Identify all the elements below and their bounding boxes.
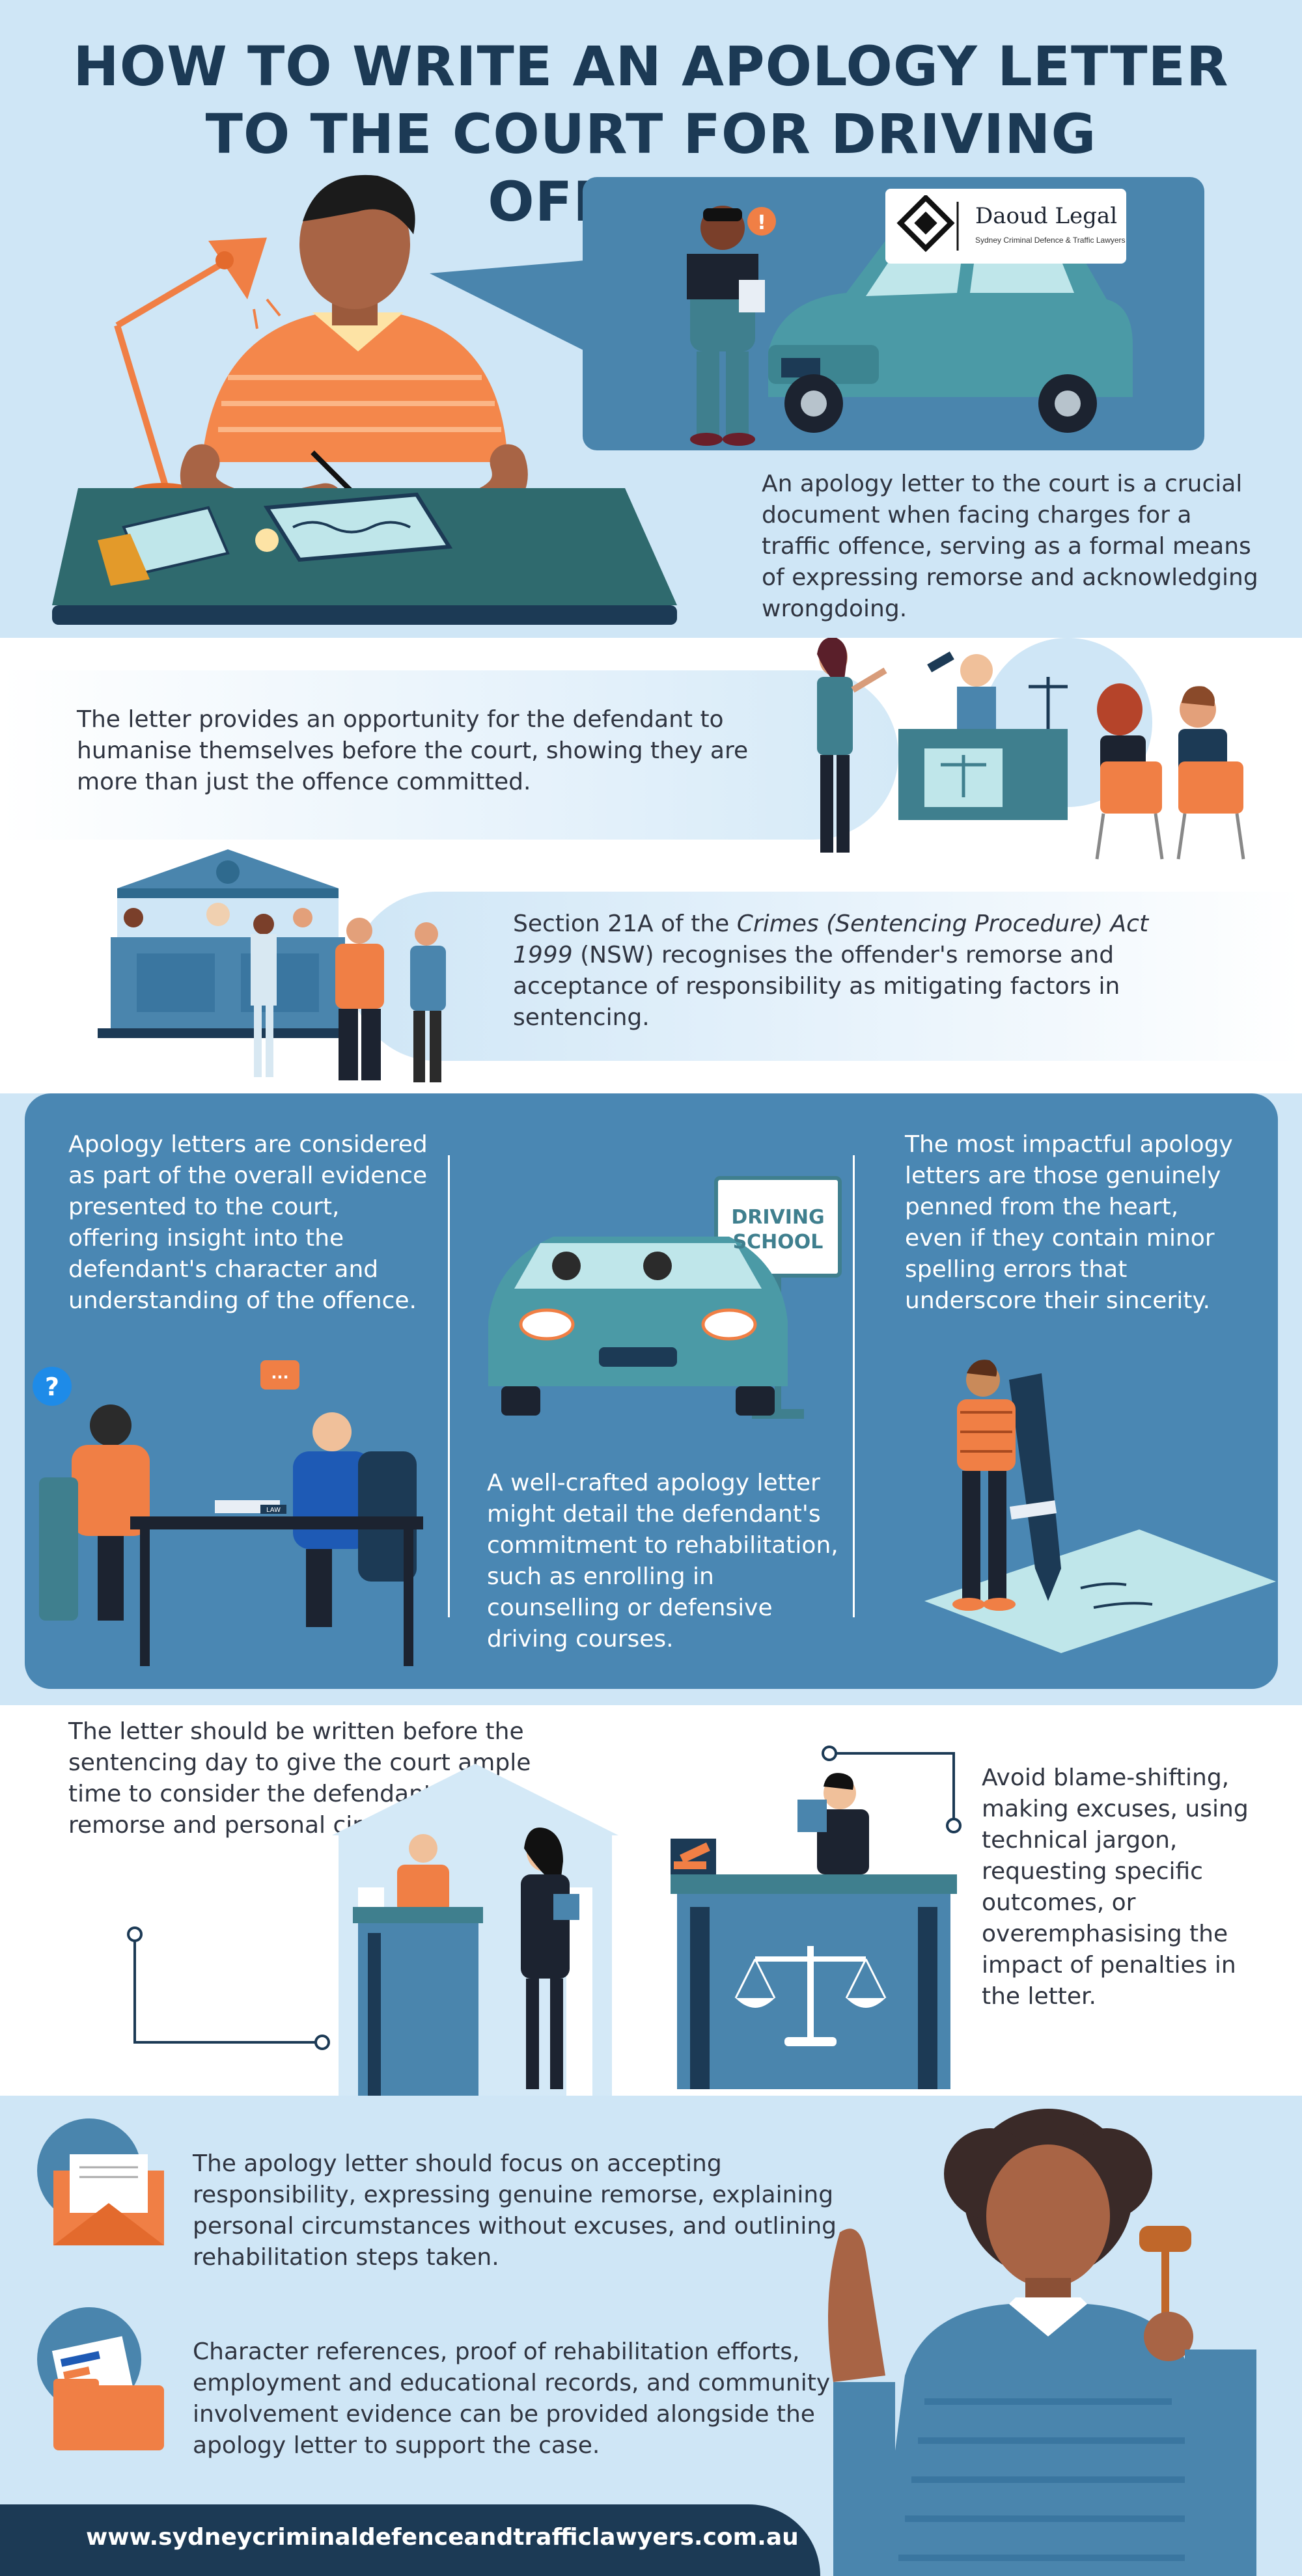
courthouse-illustration [98,849,446,1082]
avoid-text: Avoid blame-shifting, making excuses, us… [982,1764,1249,2010]
police-car-illustration: ! [687,206,1133,446]
chat-bubble-icon [260,1360,299,1390]
driving-school-sign: DRIVING SCHOOL [731,1206,825,1254]
section21a-band [352,892,1302,1061]
seated-people-figures [1095,683,1245,860]
section21a-text: Section 21A of the Crimes (Sentencing Pr… [513,911,1149,1031]
sincere-text: The most impactful apology letters are t… [905,1131,1233,1314]
svg-text:...: ... [271,1364,288,1382]
courtroom-lawyer-illustration [817,638,1245,860]
scales-of-justice-icon [734,1946,887,2046]
humanise-band [0,670,898,840]
alert-icon [747,207,776,236]
question-icon [33,1367,72,1406]
intro-text: An apology letter to the court is a cruc… [762,471,1258,622]
svg-text:!: ! [757,212,766,234]
car-figure [768,228,1133,433]
footer-url-link[interactable]: www.sydneycriminaldefenceandtrafficlawye… [86,2524,799,2551]
daoud-legal-logo-icon [896,195,959,253]
police-officer-figure [687,206,765,446]
column-divider-right [853,1155,855,1617]
humanise-text: The letter provides an opportunity for t… [77,706,749,795]
court-bench-illustration [332,1764,957,2096]
folder-documents-icon [37,2307,164,2450]
evidence-text: Apology letters are considered as part o… [68,1131,428,1314]
speech-pointer [430,260,586,351]
man-writing-illustration [52,174,677,625]
references-text: Character references, proof of rehabilit… [193,2338,831,2459]
timing-section [0,1705,1302,2096]
footer-bar [0,2504,820,2576]
gavel-icon [1139,2226,1256,2576]
lawyer-meeting-illustration: ? ... LAW [33,1360,423,1666]
svg-text:?: ? [45,1373,59,1401]
connector-line-right [822,1746,962,1833]
column-divider-left [448,1155,450,1617]
judge-woman-illustration [828,2109,1256,2576]
rehab-text: A well-crafted apology letter might deta… [487,1470,838,1652]
lawyer-woman-figure [817,638,887,853]
logo-tagline: Sydney Criminal Defence & Traffic Lawyer… [975,236,1126,245]
svg-text:LAW: LAW [266,1507,281,1514]
man-with-pen-illustration [924,1360,1276,1653]
driving-school-car-illustration [488,1176,842,1419]
connector-line-left [127,1926,330,2050]
focus-text: The apology letter should focus on accep… [193,2150,837,2271]
envelope-icon [37,2118,164,2245]
logo-name: Daoud Legal [975,203,1118,229]
